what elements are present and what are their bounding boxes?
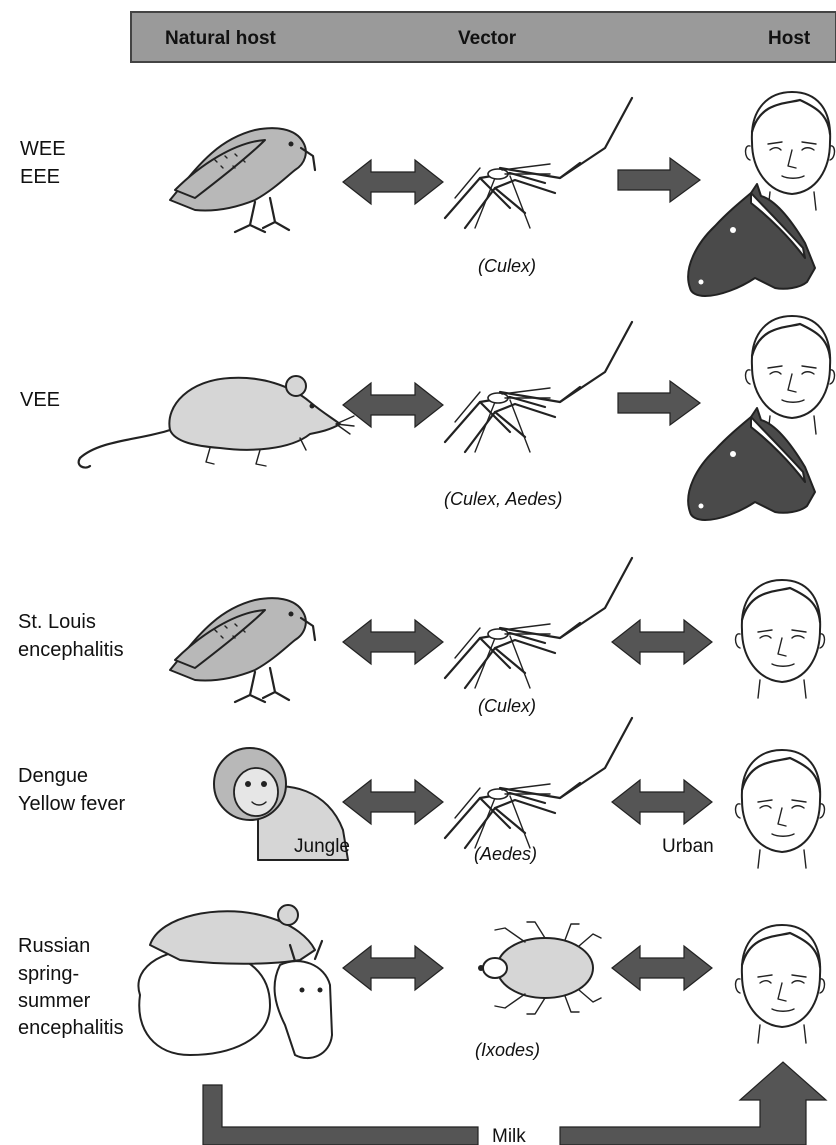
- vector-label: (Ixodes): [475, 1040, 540, 1060]
- header-natural-host: Natural host: [165, 28, 277, 49]
- vector-label: (Culex): [478, 256, 536, 276]
- mosquito-icon: [445, 718, 632, 848]
- jungle-label: Jungle: [294, 836, 350, 857]
- double-arrow-icon: [343, 383, 443, 427]
- disease-label-line: encephalitis: [18, 639, 124, 661]
- disease-label-line: summer: [18, 990, 91, 1012]
- human-face-icon: [736, 925, 825, 1043]
- disease-label-line: Yellow fever: [18, 793, 125, 815]
- double-arrow-icon: [612, 620, 712, 664]
- milk-route-arrow: [203, 1085, 478, 1145]
- row-wee-eee: WEE EEE (Culex): [20, 92, 835, 296]
- double-arrow-icon: [612, 780, 712, 824]
- horse-head-icon: [688, 408, 815, 520]
- disease-label-line: spring-: [18, 963, 79, 985]
- row-dengue-yellow-fever: Dengue Yellow fever Jungle (Aedes) Urban: [18, 718, 825, 868]
- row-russian-spring-summer-encephalitis: Russian spring- summer encephalitis (Ixo…: [18, 905, 825, 1060]
- disease-label-line: WEE: [20, 138, 66, 160]
- disease-label-line: St. Louis: [18, 611, 96, 633]
- double-arrow-icon: [343, 160, 443, 204]
- milk-route: Milk: [203, 1062, 826, 1145]
- mosquito-icon: [445, 98, 632, 228]
- double-arrow-icon: [343, 780, 443, 824]
- urban-label: Urban: [662, 836, 714, 857]
- mouse-icon: [79, 376, 354, 468]
- disease-label-line: Russian: [18, 935, 90, 957]
- human-face-icon: [736, 580, 825, 698]
- vector-label: (Culex, Aedes): [444, 489, 562, 509]
- row-st-louis-encephalitis: St. Louis encephalitis (Culex): [18, 558, 825, 716]
- human-face-icon: [736, 750, 825, 868]
- header-vector: Vector: [458, 28, 517, 49]
- disease-label-line: Dengue: [18, 765, 88, 787]
- mosquito-icon: [445, 322, 632, 452]
- sheep-goat-mouse-icon: [138, 905, 332, 1058]
- double-arrow-icon: [343, 620, 443, 664]
- horse-head-icon: [688, 184, 815, 296]
- mosquito-icon: [445, 558, 632, 688]
- right-arrow-icon: [618, 158, 700, 202]
- header-host: Host: [768, 28, 811, 49]
- disease-label-line: encephalitis: [18, 1017, 124, 1039]
- vector-label: (Culex): [478, 696, 536, 716]
- disease-label-line: EEE: [20, 166, 60, 188]
- double-arrow-icon: [343, 946, 443, 990]
- bird-icon: [170, 598, 315, 702]
- bird-icon: [170, 128, 315, 232]
- vector-label: (Aedes): [474, 844, 537, 864]
- tick-icon: [478, 922, 601, 1014]
- milk-label: Milk: [492, 1126, 526, 1145]
- disease-label-line: VEE: [20, 389, 60, 411]
- double-arrow-icon: [612, 946, 712, 990]
- column-header-bar: Natural host Vector Host: [131, 12, 836, 62]
- right-arrow-icon: [618, 381, 700, 425]
- row-vee: VEE (Culex, Aedes): [20, 316, 835, 520]
